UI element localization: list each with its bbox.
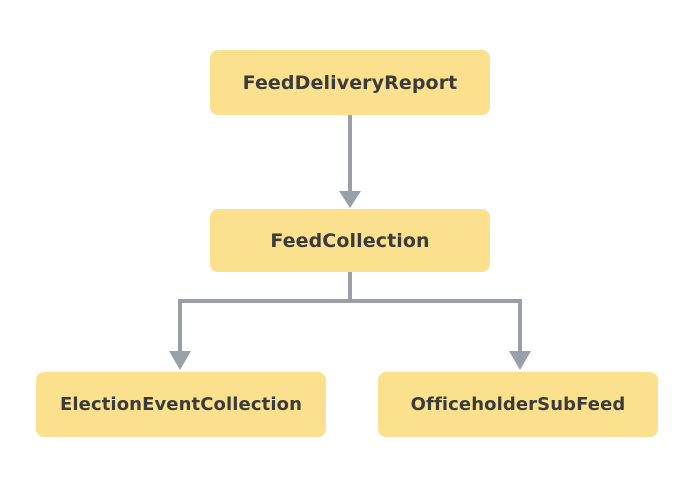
edge-collection-to-election: [169, 272, 352, 370]
edge-collection-to-officeholder-horizontal: [348, 299, 522, 303]
edge-collection-to-election-arrowhead: [169, 351, 191, 370]
node-election-event-collection[interactable]: ElectionEventCollection: [36, 372, 326, 437]
node-feed-delivery-report[interactable]: FeedDeliveryReport: [210, 50, 490, 115]
node-officeholder-sub-feed[interactable]: OfficeholderSubFeed: [378, 372, 658, 437]
node-election-event-collection-label: ElectionEventCollection: [59, 394, 302, 415]
node-feed-delivery-report-label: FeedDeliveryReport: [242, 71, 458, 94]
node-officeholder-sub-feed-label: OfficeholderSubFeed: [410, 394, 626, 415]
edge-collection-to-election-drop: [178, 299, 182, 352]
node-feed-collection-label: FeedCollection: [270, 229, 430, 252]
edge-collection-to-officeholder-drop: [518, 299, 522, 352]
edge-collection-to-officeholder: [348, 299, 531, 370]
edge-collection-to-election-horizontal: [178, 299, 352, 303]
edge-report-to-collection-stem: [348, 115, 352, 192]
edge-collection-to-officeholder-arrowhead: [509, 351, 531, 370]
node-feed-collection[interactable]: FeedCollection: [210, 209, 490, 272]
edge-report-to-collection-arrowhead: [339, 191, 361, 208]
edge-collection-to-election-stem: [348, 272, 352, 303]
edge-report-to-collection: [339, 115, 361, 208]
